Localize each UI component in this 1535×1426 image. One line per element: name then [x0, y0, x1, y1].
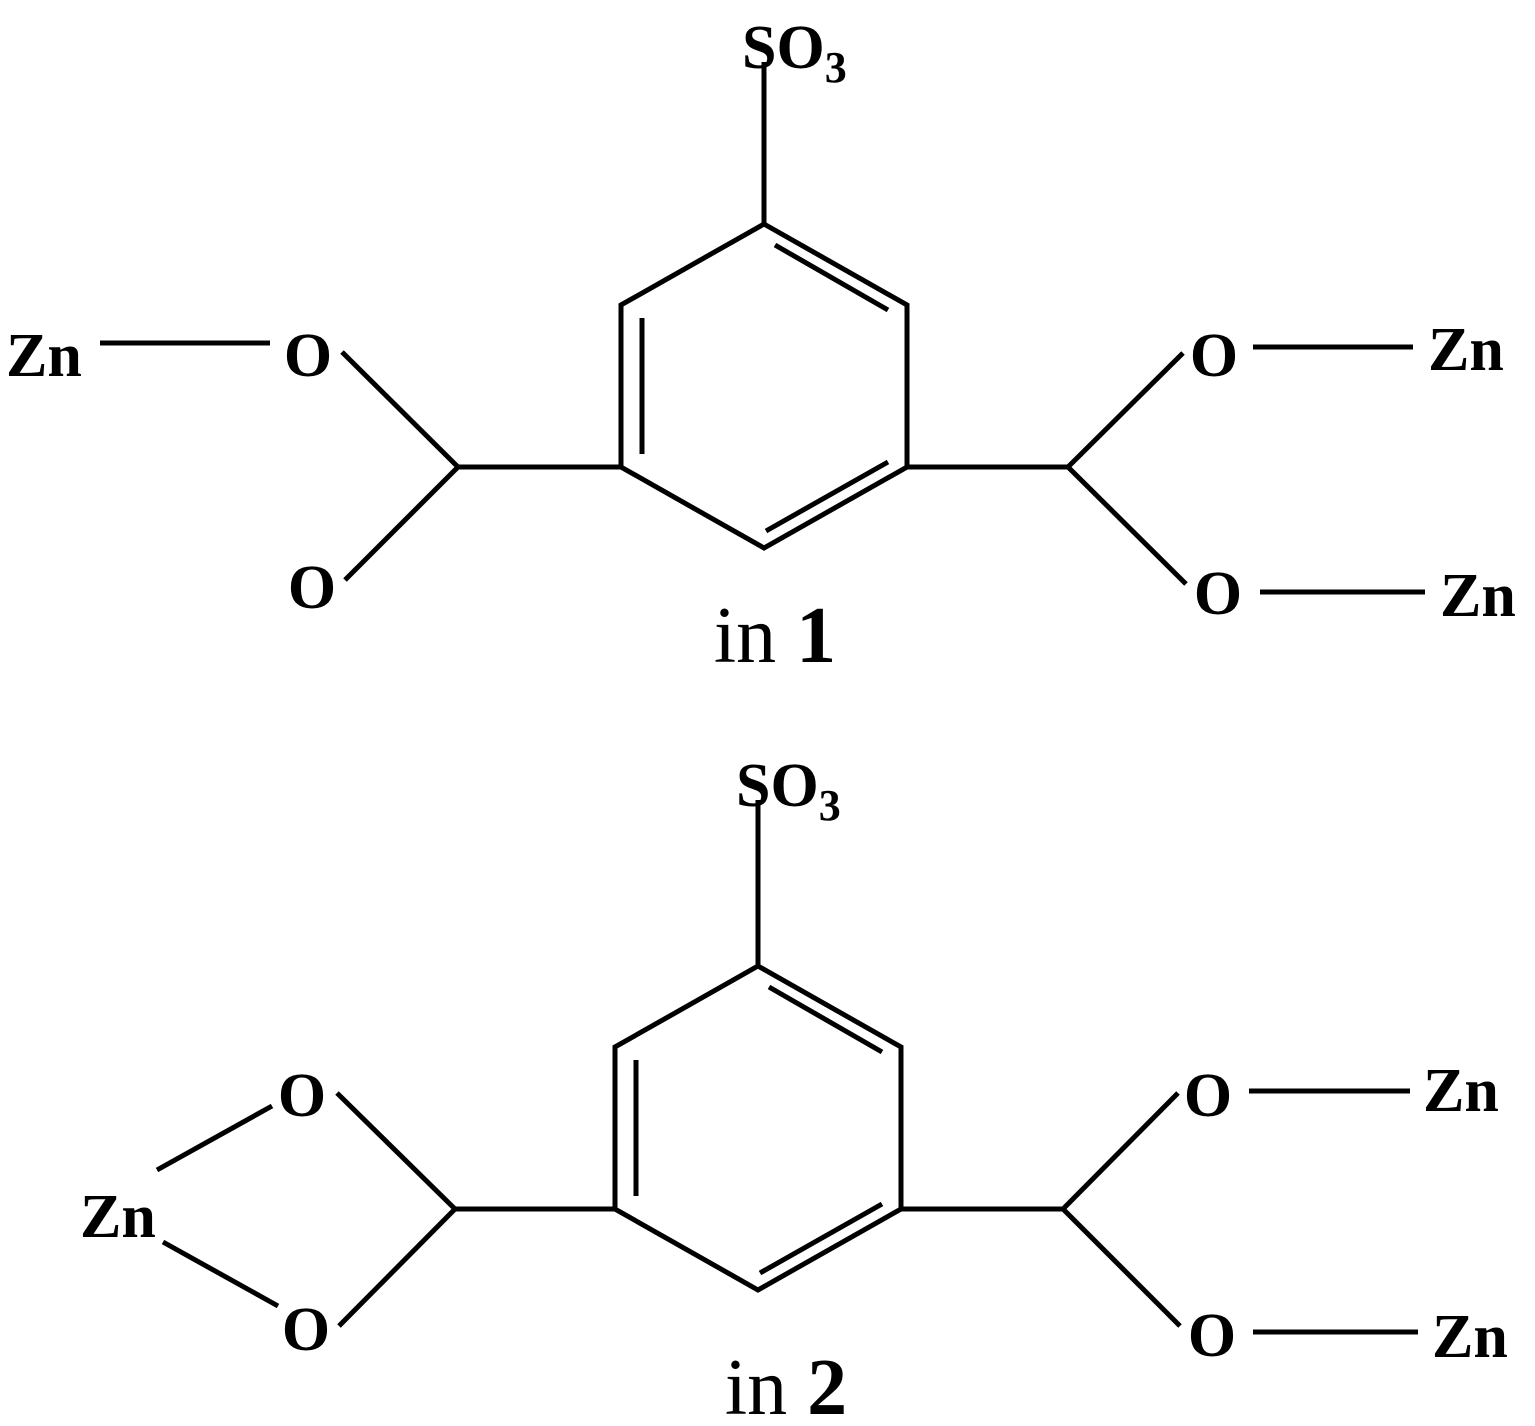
zinc-label: Zn — [80, 1183, 156, 1251]
oxygen-label: O — [282, 1296, 330, 1364]
zn-o-bond — [161, 1239, 280, 1309]
structure-2: SO3 O O Zn O O Zn Zn in 2 — [80, 752, 1508, 1426]
carboxyl-o-bond — [343, 465, 460, 582]
oxygen-label: O — [1188, 1302, 1236, 1370]
zinc-label: Zn — [1428, 316, 1504, 384]
oxygen-label: O — [284, 322, 332, 390]
benzene-ring — [618, 221, 910, 551]
zinc-label: Zn — [1432, 1303, 1508, 1371]
carboxyl-o-bond — [1061, 1091, 1180, 1211]
ring-double-bond — [773, 242, 890, 313]
carboxyl-o-bond — [335, 1091, 457, 1211]
sulfonate-label: SO3 — [736, 752, 841, 830]
carboxyl-o-bond — [337, 1207, 457, 1328]
sulfonate-label: SO3 — [742, 14, 847, 92]
structure-caption: in 1 — [714, 592, 836, 680]
zinc-label: Zn — [6, 322, 82, 390]
carboxyl-o-bond — [1066, 351, 1185, 469]
carboxyl-o-bond — [340, 350, 460, 469]
ring-double-bond — [764, 459, 890, 534]
zinc-label: Zn — [1423, 1057, 1499, 1125]
structure-1: SO3 O O Zn O O Zn Zn in 1 — [6, 14, 1516, 680]
ring-double-bond — [758, 1201, 884, 1276]
zinc-label: Zn — [1440, 562, 1516, 630]
carboxyl-o-bond — [1066, 465, 1188, 586]
benzene-ring — [612, 963, 904, 1293]
ring-double-bond — [767, 984, 884, 1055]
carboxyl-o-bond — [1061, 1207, 1182, 1328]
oxygen-label: O — [1190, 322, 1238, 390]
oxygen-label: O — [278, 1062, 326, 1130]
oxygen-label: O — [1194, 560, 1242, 628]
oxygen-label: O — [288, 554, 336, 622]
structure-caption: in 2 — [725, 1344, 847, 1426]
oxygen-label: O — [1184, 1062, 1232, 1130]
zn-o-bond — [155, 1103, 274, 1173]
